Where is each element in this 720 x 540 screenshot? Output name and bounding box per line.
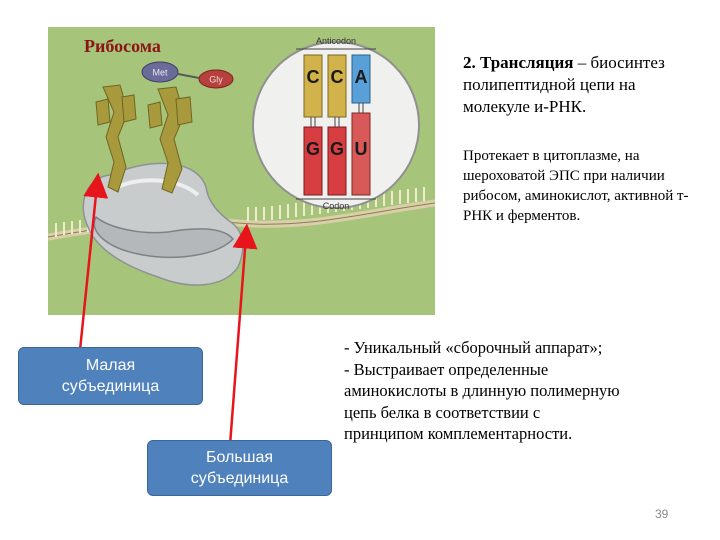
heading-number: 2. Трансляция [463, 53, 574, 72]
bullet-line: цепь белка в соответствии с [344, 402, 541, 422]
codon-base-3: U [355, 139, 368, 159]
callout-large-subunit: Большая субъединица [147, 440, 332, 496]
codon-label: Codon [323, 201, 350, 211]
page-number: 39 [655, 507, 669, 521]
bullet-line: - Выстраивает определенные [344, 359, 549, 379]
callout-small-line-1: Малая [85, 357, 136, 374]
arrow-large-subunit [228, 223, 258, 446]
heading: 2. Трансляция – биосинтез полипептидной … [463, 52, 703, 118]
callout-small-subunit: Малая субъединица [18, 347, 203, 405]
amino-gly-label: Gly [209, 75, 223, 85]
anticodon-base-2: C [331, 67, 344, 87]
amino-met-label: Met [152, 68, 168, 78]
heading-rest: – биосинтез полипептидной цепи на молеку… [463, 53, 665, 116]
trna-right [147, 86, 193, 194]
amino-met [141, 61, 179, 83]
callout-small-line-2: субъединица [61, 378, 160, 395]
codon-base-2: G [330, 139, 344, 159]
anticodon-label: Anticodon [316, 36, 356, 46]
base-pairs [303, 54, 371, 196]
amino-gly [198, 69, 234, 89]
bullet-list: - Уникальный «сборочный аппарат»; - Выст… [344, 337, 709, 445]
figure-title: Рибосома [84, 36, 161, 56]
bullet-line: принципом комплементарности. [344, 424, 573, 443]
large-subunit [82, 162, 244, 286]
callout-large-line-2: субъединица [190, 470, 289, 487]
ribosome-figure: Met Gly Anticodon Codon C C A G [48, 27, 435, 315]
codon-base-1: G [306, 139, 320, 159]
anticodon-base-3: A [355, 67, 368, 87]
callout-large-line-1: Большая [205, 449, 274, 466]
zoom-circle [252, 41, 420, 209]
arrow-small-subunit [78, 172, 109, 351]
bullet-line: аминокислоты в длинную полимерную [344, 381, 620, 400]
bullet-line: - Уникальный «сборочный аппарат»; [344, 338, 603, 357]
description: Протекает в цитоплазме, на шероховатой Э… [463, 148, 689, 224]
anticodon-base-1: C [307, 67, 320, 87]
trna-left [95, 84, 137, 193]
